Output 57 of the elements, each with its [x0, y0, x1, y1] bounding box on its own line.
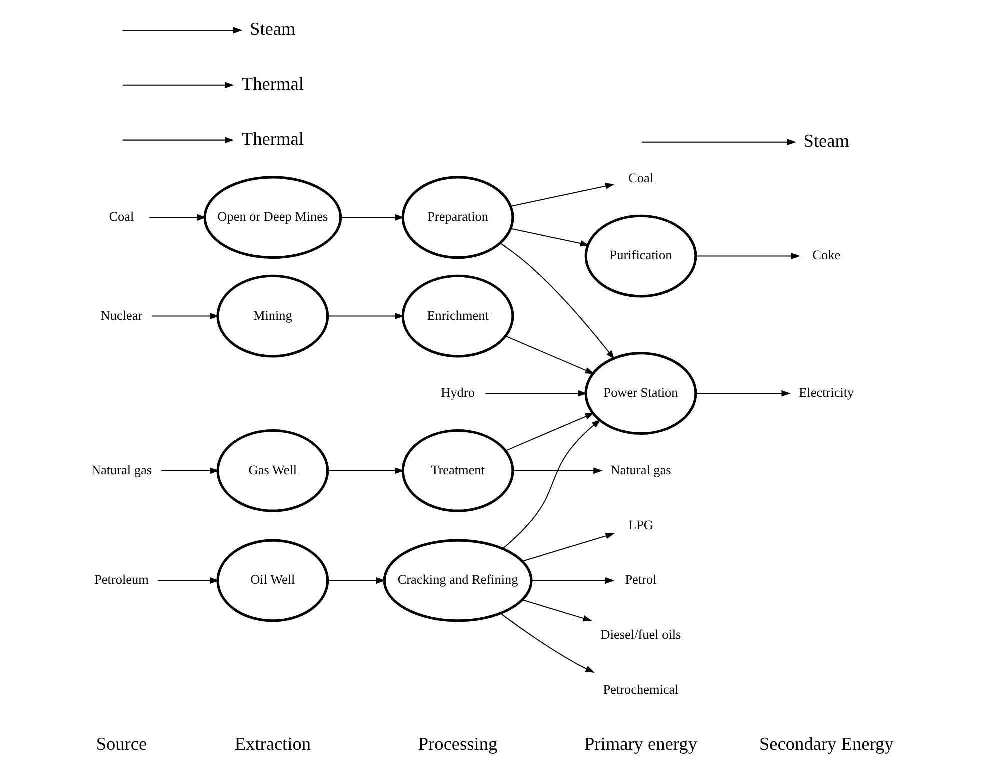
arrow: [161, 468, 219, 474]
node-text: LPG: [628, 517, 653, 532]
arrow: [510, 183, 614, 208]
node-text: Nuclear: [100, 308, 142, 323]
arrow: [122, 27, 242, 34]
node-text: Petroleum: [94, 572, 148, 588]
arrow: [327, 313, 404, 320]
arrow: [642, 139, 796, 146]
arrow: [327, 468, 404, 474]
node-ellipse: Enrichment: [401, 274, 514, 358]
node-ellipse: Preparation: [401, 176, 514, 260]
node-text: Natural gas: [610, 462, 671, 478]
node-text: Coal: [108, 209, 134, 224]
node-text: Coal: [628, 170, 653, 186]
arrow: [522, 600, 592, 622]
arrow: [122, 137, 234, 144]
node-text: Steam: [803, 130, 850, 151]
arrow: [512, 468, 602, 474]
label: Primary energy: [584, 734, 697, 754]
arrow: [522, 533, 614, 562]
label: Extraction: [234, 734, 311, 754]
label: Processing: [418, 734, 498, 754]
node-ellipse: Treatment: [401, 429, 514, 512]
node-ellipse: Mining: [216, 274, 329, 358]
arrow: [148, 214, 206, 221]
arrow: [531, 578, 614, 584]
arrow: [327, 578, 386, 584]
node-ellipse: Gas Well: [216, 429, 329, 512]
node-text: Thermal: [241, 74, 304, 94]
arrow: [696, 390, 790, 397]
label: Secondary Energy: [758, 734, 894, 754]
arrow: [485, 390, 587, 397]
arrow: [500, 242, 614, 360]
node-ellipse: Cracking and Refining: [382, 539, 532, 622]
label: Source: [96, 734, 147, 754]
arrow: [500, 613, 594, 673]
node-ellipse: Oil Well: [216, 539, 329, 622]
node-text: Thermal: [241, 128, 304, 149]
arrow: [158, 578, 219, 584]
arrow: [696, 253, 800, 260]
arrow: [505, 413, 594, 452]
node-text: Petrol: [624, 572, 656, 588]
arrow: [151, 313, 219, 320]
node-text: Diesel/fuel oils: [600, 627, 681, 642]
arrow: [502, 420, 601, 550]
node-text: Electricity: [798, 385, 854, 400]
node-text: Hydro: [440, 385, 474, 400]
arrow: [510, 228, 590, 247]
arrow: [505, 336, 594, 374]
arrow: [122, 82, 234, 89]
arrow: [340, 214, 404, 221]
node-text: Petrochemical: [602, 682, 678, 698]
node-ellipse: Purification: [584, 214, 697, 298]
node-ellipse: Open or Deep Mines: [203, 176, 342, 260]
node-text: Natural gas: [90, 462, 152, 478]
node-text: Steam: [250, 18, 296, 39]
node-text: Coke: [812, 248, 840, 263]
